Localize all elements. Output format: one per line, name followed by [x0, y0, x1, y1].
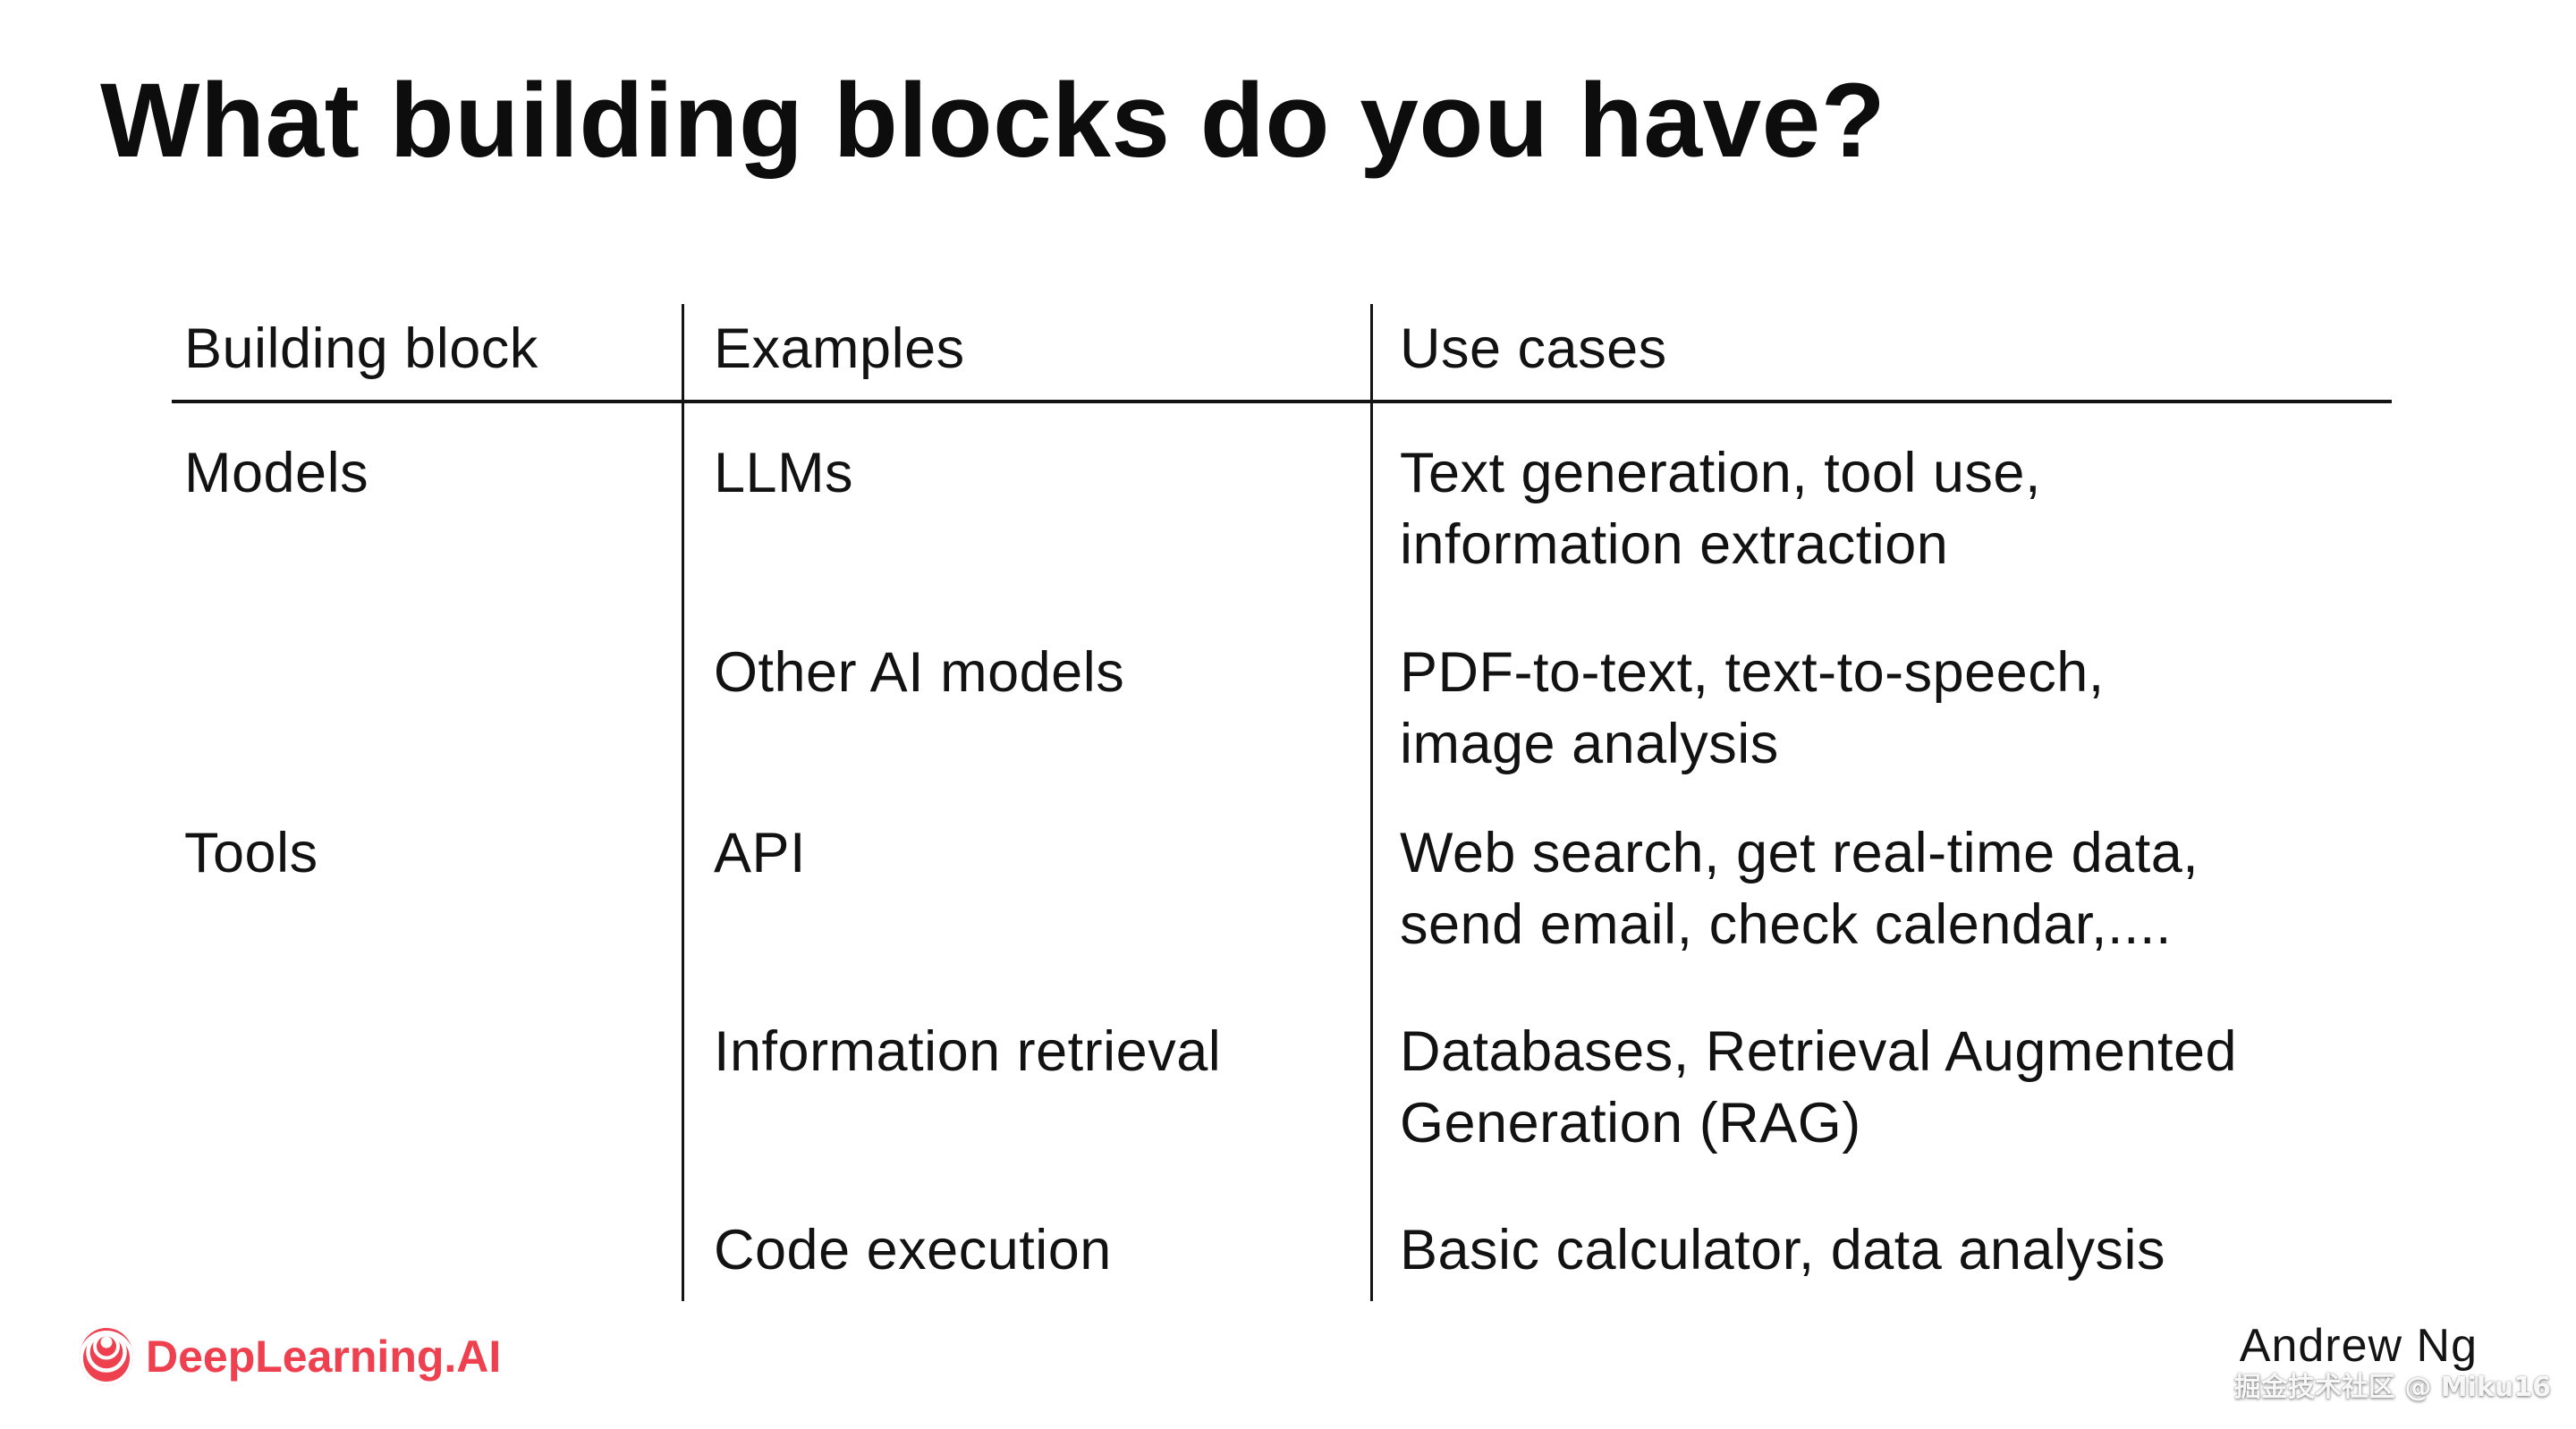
cell-building-block [172, 1214, 682, 1301]
deeplearning-ai-logo: DeepLearning.AI [79, 1327, 501, 1386]
table-header-row: Building block Examples Use cases [172, 304, 2392, 403]
column-header-examples: Examples [682, 304, 1370, 400]
cell-building-block: Tools [184, 822, 318, 884]
slide-title: What building blocks do you have? [100, 62, 1886, 180]
table-row: Information retrieval Databases, Retriev… [172, 1016, 2392, 1214]
cell-use-cases: Text generation, tool use, information e… [1370, 403, 2392, 637]
column-header-building-block: Building block [184, 317, 538, 380]
cell-example: Information retrieval [682, 1016, 1370, 1214]
deeplearning-ai-wordmark: DeepLearning.AI [146, 1332, 502, 1382]
cell-use-cases: PDF-to-text, text-to-speech, image analy… [1370, 637, 2392, 817]
cell-example: Code execution [682, 1214, 1370, 1301]
author-credit: Andrew Ng [2239, 1320, 2478, 1372]
community-watermark: 掘金技术社区 @ Miku16 [2233, 1372, 2551, 1403]
cell-building-block: Models [184, 442, 369, 504]
cell-use-cases: Basic calculator, data analysis [1370, 1214, 2392, 1301]
deeplearning-ai-logo-icon [80, 1328, 133, 1385]
table-row: Models LLMs Text generation, tool use, i… [172, 403, 2392, 637]
cell-example: Other AI models [682, 637, 1370, 817]
table-row: Other AI models PDF-to-text, text-to-spe… [172, 637, 2392, 817]
cell-use-cases: Web search, get real-time data, send ema… [1370, 817, 2392, 1016]
cell-example: LLMs [682, 403, 1370, 637]
building-blocks-table: Building block Examples Use cases Models… [172, 304, 2392, 1301]
cell-example: API [682, 817, 1370, 1016]
cell-building-block [172, 637, 682, 817]
cell-building-block [172, 1016, 682, 1214]
table-row: Code execution Basic calculator, data an… [172, 1214, 2392, 1301]
column-header-use-cases: Use cases [1370, 304, 2392, 400]
table-row: Tools API Web search, get real-time data… [172, 817, 2392, 1016]
cell-use-cases: Databases, Retrieval Augmented Generatio… [1370, 1016, 2392, 1214]
